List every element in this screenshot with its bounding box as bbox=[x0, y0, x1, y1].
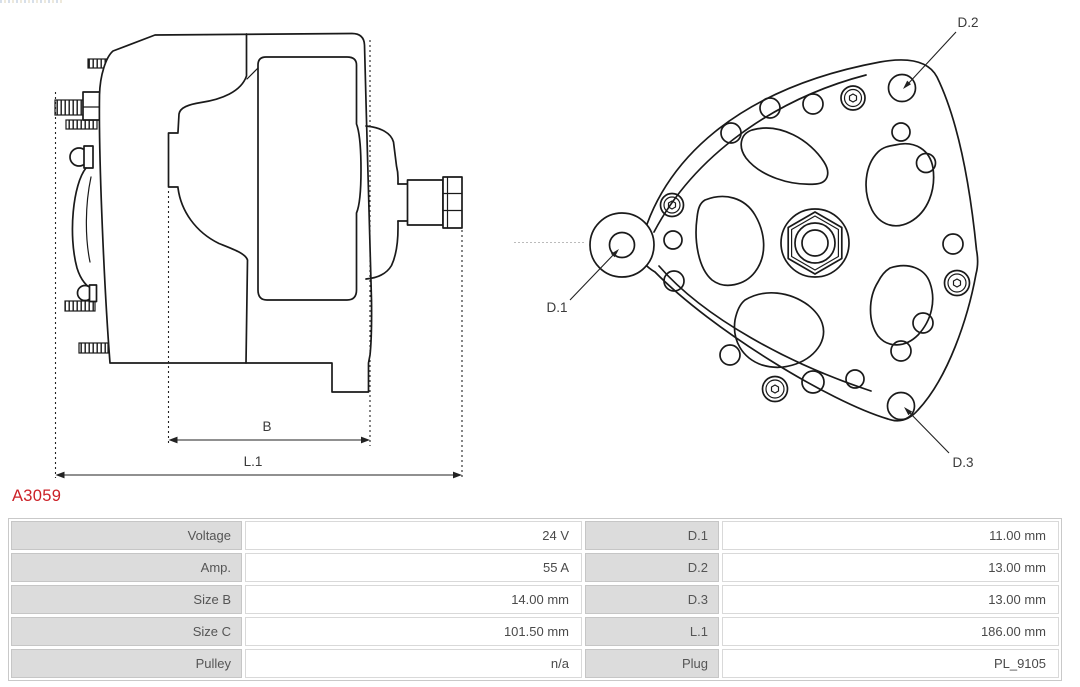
spec-row-amp: Amp. 55 A D.2 13.00 mm bbox=[11, 553, 1059, 582]
dimension-l1: L.1 bbox=[55, 454, 462, 479]
callout-d2: D.2 bbox=[903, 15, 979, 89]
spec-label: Plug bbox=[585, 649, 719, 678]
spec-row-size-b: Size B 14.00 mm D.3 13.00 mm bbox=[11, 585, 1059, 614]
stud-nut bbox=[82, 91, 102, 121]
rear-plate-outline bbox=[638, 59, 979, 422]
shaft-nut-hub bbox=[780, 208, 850, 278]
spec-row-voltage: Voltage 24 V D.1 11.00 mm bbox=[11, 521, 1059, 550]
d3-label: D.3 bbox=[952, 455, 973, 470]
rear-view-drawing: D.2 D.1 D.3 bbox=[514, 15, 979, 470]
shaft bbox=[397, 176, 463, 229]
window-chamfer-line bbox=[246, 67, 259, 80]
spec-value: 14.00 mm bbox=[245, 585, 582, 614]
spec-value: 186.00 mm bbox=[722, 617, 1059, 646]
front-profile-curve bbox=[177, 187, 249, 364]
vent-cutouts bbox=[695, 127, 935, 369]
side-view-drawing: B L.1 bbox=[54, 32, 463, 479]
spec-value: PL_9105 bbox=[722, 649, 1059, 678]
housing-seam bbox=[177, 33, 248, 133]
spec-value: 55 A bbox=[245, 553, 582, 582]
rear-housing-hump bbox=[365, 125, 399, 185]
mounting-ear-d1 bbox=[589, 212, 655, 278]
spec-value: 24 V bbox=[245, 521, 582, 550]
spec-label: Size C bbox=[11, 617, 242, 646]
hole-d3 bbox=[886, 391, 916, 421]
spec-label: Size B bbox=[11, 585, 242, 614]
rear-housing-hump-lower bbox=[365, 220, 399, 280]
dimension-b-label: B bbox=[262, 419, 271, 434]
torx-screws bbox=[659, 85, 971, 403]
specifications-table: Voltage 24 V D.1 11.00 mm Amp. 55 A D.2 … bbox=[8, 518, 1062, 681]
mounting-studs bbox=[54, 58, 109, 354]
page-edge-artifact bbox=[0, 0, 63, 3]
front-face-tab bbox=[167, 132, 179, 188]
d2-label: D.2 bbox=[957, 15, 978, 30]
spec-label: Amp. bbox=[11, 553, 242, 582]
spec-label: D.3 bbox=[585, 585, 719, 614]
flange-line-lower bbox=[658, 265, 872, 392]
dimension-b: B bbox=[168, 419, 370, 444]
callout-d3: D.3 bbox=[904, 407, 974, 470]
spec-value: n/a bbox=[245, 649, 582, 678]
part-number: A3059 bbox=[12, 487, 62, 505]
spec-row-size-c: Size C 101.50 mm L.1 186.00 mm bbox=[11, 617, 1059, 646]
hole-d2 bbox=[887, 73, 917, 103]
spec-label: Pulley bbox=[11, 649, 242, 678]
reference-lines bbox=[54, 40, 463, 478]
spec-value: 13.00 mm bbox=[722, 553, 1059, 582]
bolt-holes bbox=[663, 73, 964, 421]
spec-value: 13.00 mm bbox=[722, 585, 1059, 614]
d1-label: D.1 bbox=[546, 300, 567, 315]
technical-drawing: B L.1 bbox=[54, 15, 979, 479]
spec-label: Voltage bbox=[11, 521, 242, 550]
spec-value: 101.50 mm bbox=[245, 617, 582, 646]
shaft-thread-cap bbox=[442, 176, 463, 229]
callout-d1: D.1 bbox=[546, 249, 619, 315]
spec-label: D.2 bbox=[585, 553, 719, 582]
spec-value: 11.00 mm bbox=[722, 521, 1059, 550]
rear-face-window bbox=[257, 56, 362, 301]
spec-label: L.1 bbox=[585, 617, 719, 646]
spec-row-pulley: Pulley n/a Plug PL_9105 bbox=[11, 649, 1059, 678]
spec-label: D.1 bbox=[585, 521, 719, 550]
mounting-lugs bbox=[69, 145, 98, 303]
dimension-l1-label: L.1 bbox=[244, 454, 263, 469]
